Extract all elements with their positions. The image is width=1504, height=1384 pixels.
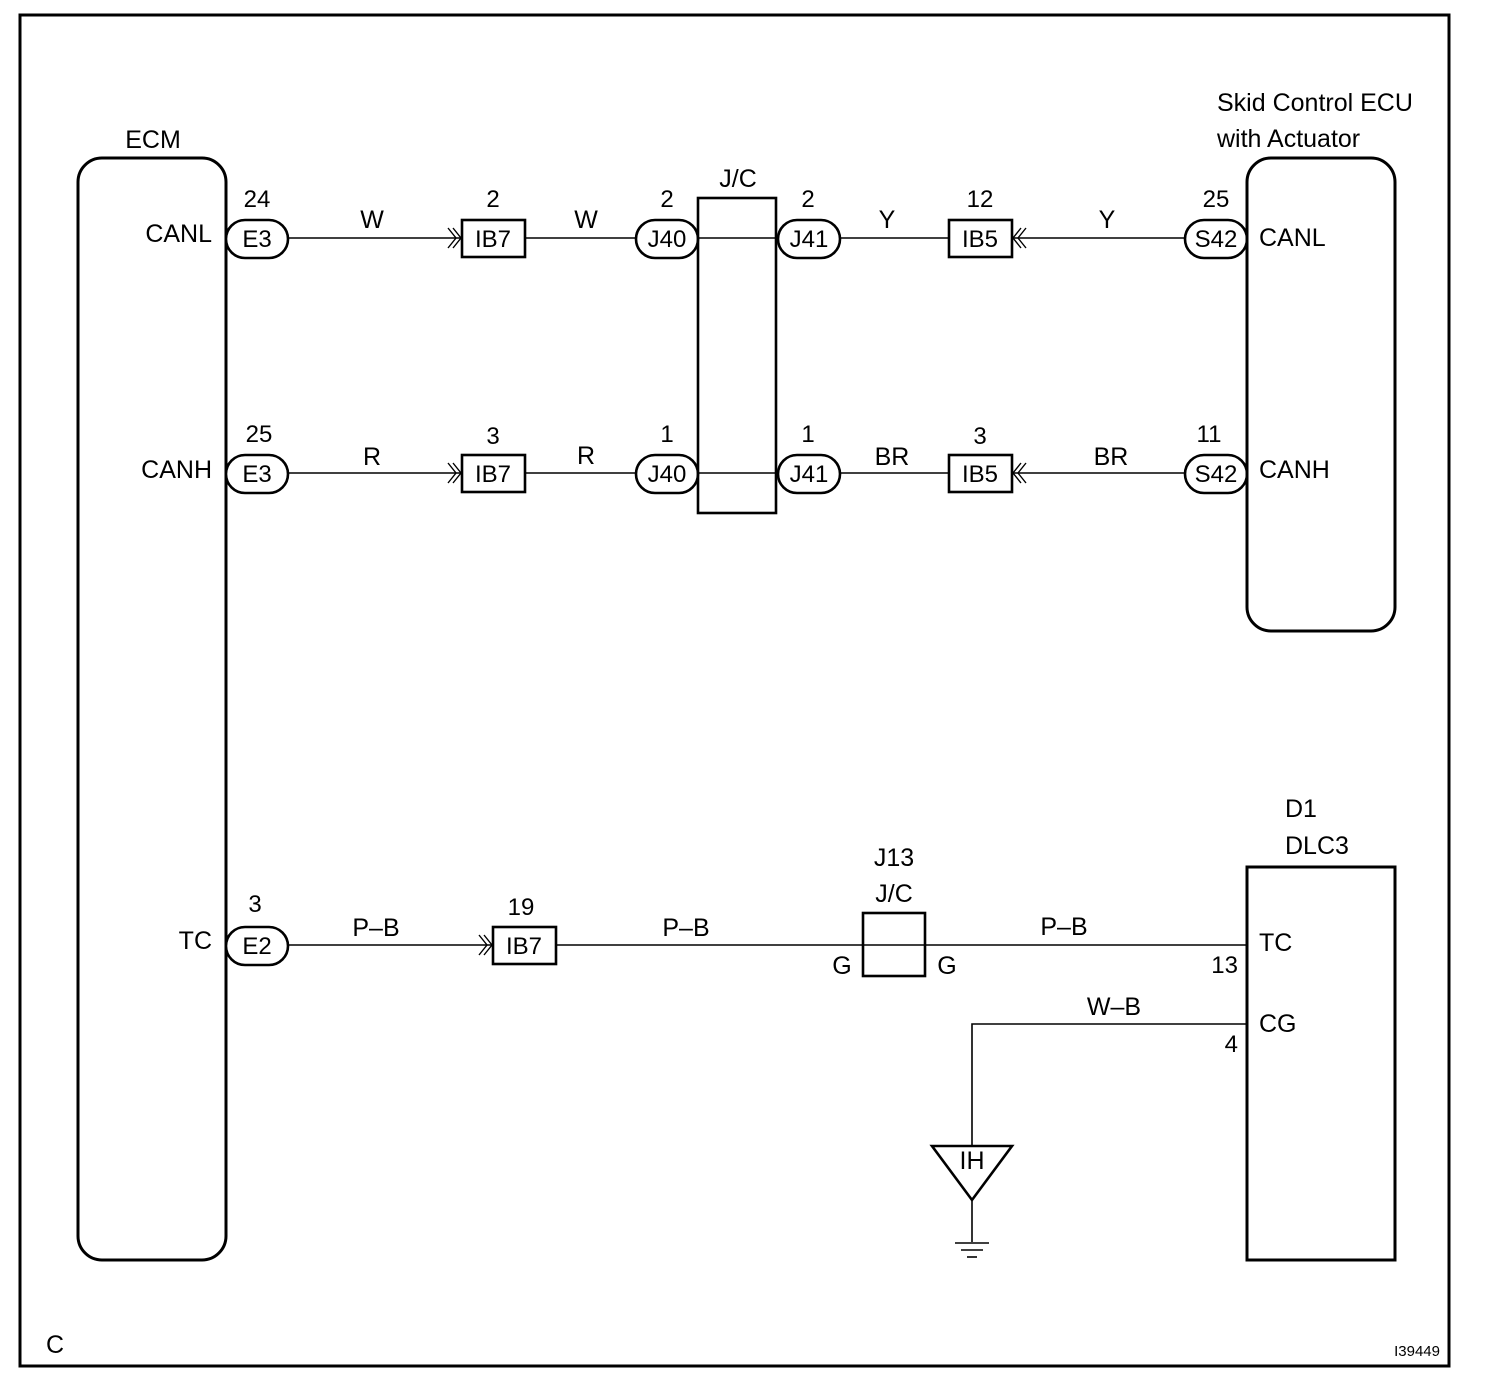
wire-cg — [971, 1023, 1247, 1146]
dlc3-cg-pin: 4 — [1225, 1031, 1238, 1058]
dlc3-cg-signal: CG — [1259, 1010, 1297, 1038]
wire-color-tc-1: P–B — [352, 914, 399, 942]
j13-label: J/C — [875, 880, 913, 908]
diagram-frame — [18, 13, 1451, 1368]
connector-j41-top — [776, 218, 842, 260]
dlc3-name: DLC3 — [1285, 832, 1349, 860]
junction-connector-label: J/C — [719, 165, 757, 193]
wire-color-tc-3: P–B — [1040, 913, 1087, 941]
wire-color-canl-1: W — [360, 206, 384, 234]
ecm-box — [76, 156, 228, 1262]
connector-j41-bottom — [776, 453, 842, 495]
connector-e2-tc-pin: 3 — [248, 891, 261, 918]
dlc3-tc-pin: 13 — [1211, 952, 1238, 979]
connector-ib7-tc-pin: 19 — [508, 894, 535, 921]
connector-e3-canh-id: E3 — [242, 461, 271, 488]
skid-ecu-signal-canl: CANL — [1259, 224, 1326, 252]
dlc3-box — [1245, 865, 1397, 1262]
wire-color-canh-4: BR — [1094, 443, 1129, 471]
wire-color-canh-2: R — [577, 442, 595, 470]
ecm-signal-canl: CANL — [145, 220, 212, 248]
connector-ib7-tc-id: IB7 — [506, 933, 542, 960]
connector-j41-top-id: J41 — [790, 226, 829, 253]
connector-e2-tc-id: E2 — [242, 933, 271, 960]
connector-j41-bottom-pin: 1 — [801, 421, 814, 448]
wire-color-cg: W–B — [1087, 993, 1141, 1021]
skid-ecu-signal-canh: CANH — [1259, 456, 1330, 484]
connector-s42-canl-id: S42 — [1195, 226, 1238, 253]
connector-j41-bottom-id: J41 — [790, 461, 829, 488]
connector-j41-top-pin: 2 — [801, 186, 814, 213]
connector-ib7-canl-id: IB7 — [475, 226, 511, 253]
skid-control-ecu-box — [1245, 156, 1397, 633]
connector-ib5-canh-id: IB5 — [962, 461, 998, 488]
connector-ib5-canl-pin: 12 — [967, 186, 994, 213]
wire-color-tc-2: P–B — [662, 914, 709, 942]
ecm-title: ECM — [125, 126, 181, 154]
ground-point-triangle — [929, 1144, 1015, 1203]
connector-ib7-canh-id: IB7 — [475, 461, 511, 488]
connector-j40-top-pin: 2 — [660, 186, 673, 213]
connector-s42-canh-pin: 11 — [1197, 421, 1222, 448]
wire-color-canl-2: W — [574, 206, 598, 234]
connector-j40-bottom-id: J40 — [648, 461, 687, 488]
connector-e3-canh-pin: 25 — [246, 421, 273, 448]
connector-ib5-canh-pin: 3 — [973, 423, 986, 450]
connector-s42-canl-pin: 25 — [1203, 186, 1230, 213]
ecm-signal-canh: CANH — [141, 456, 212, 484]
skid-ecu-title-2: with Actuator — [1216, 125, 1360, 153]
ecm-signal-tc: TC — [179, 927, 212, 955]
connector-ib7-canl-pin: 2 — [486, 186, 499, 213]
connector-e3-canh — [224, 453, 290, 495]
connector-e3-canl-pin: 24 — [244, 186, 271, 213]
connector-ib7-canl — [460, 218, 527, 259]
connector-j40-bottom-pin: 1 — [660, 421, 673, 448]
wire-color-canh-1: R — [363, 443, 381, 471]
wire-color-canl-3: Y — [879, 206, 896, 234]
connector-e3-canl-id: E3 — [242, 226, 271, 253]
dlc3-tc-signal: TC — [1259, 929, 1292, 957]
figure-id: I39449 — [1394, 1343, 1440, 1360]
dlc3-id: D1 — [1285, 795, 1317, 823]
wire-color-canl-4: Y — [1099, 206, 1116, 234]
connector-e3-canl — [224, 218, 290, 260]
skid-ecu-title-1: Skid Control ECU — [1217, 89, 1413, 117]
corner-code: C — [46, 1331, 64, 1359]
connector-ib7-canh-pin: 3 — [486, 423, 499, 450]
j13-id: J13 — [874, 844, 914, 872]
junction-connector-box — [696, 196, 778, 515]
j13-left-pin: G — [832, 952, 851, 980]
ground-point-label: IH — [960, 1147, 985, 1175]
ground-icon — [955, 1242, 989, 1258]
j13-junction-box — [861, 911, 927, 978]
wire-color-canh-3: BR — [875, 443, 910, 471]
connector-j40-top-id: J40 — [648, 226, 687, 253]
j13-right-pin: G — [937, 952, 956, 980]
connector-s42-canh-id: S42 — [1195, 461, 1238, 488]
connector-ib5-canl-id: IB5 — [962, 226, 998, 253]
connector-e2-tc — [224, 925, 290, 967]
